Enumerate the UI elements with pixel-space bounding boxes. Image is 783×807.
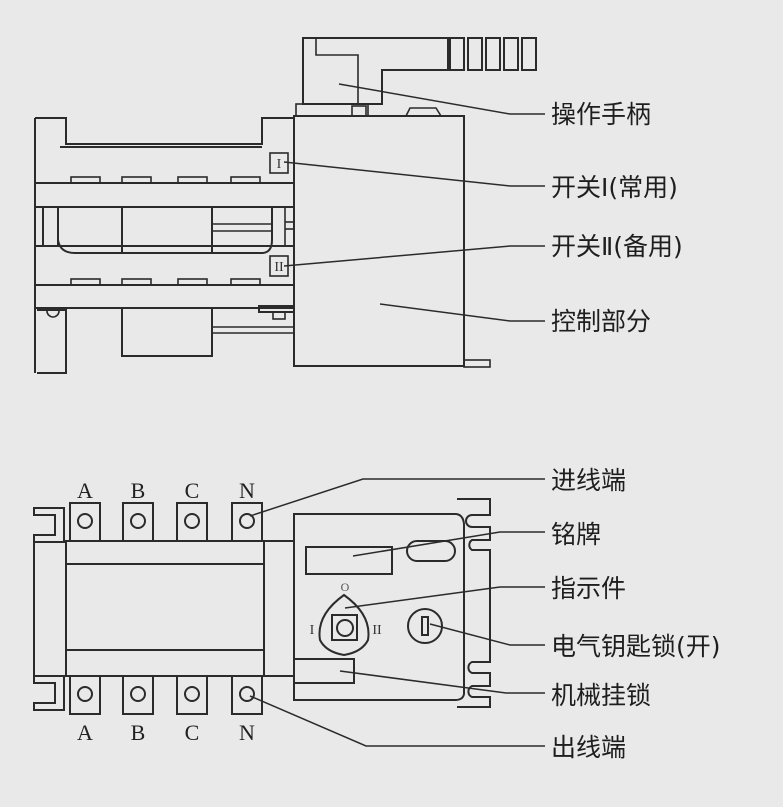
leader-outgoing bbox=[249, 695, 545, 747]
leader-handle bbox=[338, 83, 545, 115]
callout-switch-2: 开关Ⅱ(备用) bbox=[551, 232, 683, 261]
phase-label-top-n: N bbox=[239, 478, 255, 503]
nameplate bbox=[305, 546, 393, 575]
phase-label-top-c: C bbox=[185, 478, 200, 503]
switch-body bbox=[34, 117, 295, 374]
leader-switch-2 bbox=[283, 245, 545, 267]
leader-padlock bbox=[339, 670, 545, 694]
nameplate-slot bbox=[406, 540, 456, 562]
callout-padlock: 机械挂锁 bbox=[551, 681, 651, 710]
mount-ear-bottom bbox=[33, 675, 65, 711]
mount-rail bbox=[457, 498, 491, 708]
phase-label-top-a: A bbox=[77, 478, 93, 503]
callout-control: 控制部分 bbox=[551, 307, 651, 336]
phase-label-bottom-n: N bbox=[239, 720, 255, 745]
callout-incoming: 进线端 bbox=[551, 466, 626, 495]
phase-label-bottom-a: A bbox=[77, 720, 93, 745]
leader-indicator bbox=[344, 586, 545, 609]
leader-incoming bbox=[249, 478, 545, 517]
mount-ear-top bbox=[33, 507, 65, 543]
phase-label-bottom-b: B bbox=[131, 720, 146, 745]
phase-label-bottom-c: C bbox=[185, 720, 200, 745]
svg-text:I: I bbox=[277, 157, 282, 172]
phase-label-top-b: B bbox=[131, 478, 146, 503]
main-body bbox=[65, 540, 265, 677]
key-lock bbox=[407, 608, 443, 644]
callout-outgoing: 出线端 bbox=[551, 733, 626, 762]
control-panel bbox=[293, 513, 465, 701]
leader-key-lock bbox=[429, 623, 545, 646]
callout-nameplate: 铭牌 bbox=[551, 520, 601, 549]
padlock bbox=[293, 658, 355, 684]
leader-switch-1 bbox=[283, 161, 545, 187]
front-view: A B C N A B C N O I II bbox=[33, 466, 721, 762]
callout-key-lock: 电气钥匙锁(开) bbox=[551, 632, 721, 661]
leader-control bbox=[379, 303, 545, 322]
switch-1-mark: I bbox=[269, 152, 289, 174]
outgoing-terminals bbox=[69, 675, 263, 715]
operating-handle bbox=[295, 37, 537, 117]
indicator: O I II bbox=[310, 580, 382, 657]
svg-text:II: II bbox=[274, 260, 284, 275]
incoming-terminals bbox=[69, 502, 263, 542]
svg-text:II: II bbox=[372, 623, 382, 638]
svg-text:O: O bbox=[341, 580, 350, 594]
callout-switch-1: 开关Ⅰ(常用) bbox=[551, 173, 678, 202]
callout-handle: 操作手柄 bbox=[551, 100, 651, 129]
svg-text:I: I bbox=[310, 623, 315, 638]
leader-nameplate bbox=[352, 531, 545, 557]
callout-indicator: 指示件 bbox=[551, 574, 626, 603]
side-view: I II 操作手柄 开关Ⅰ(常用) 开关Ⅱ(备用) 控制部分 bbox=[34, 37, 683, 374]
control-box bbox=[293, 115, 465, 367]
